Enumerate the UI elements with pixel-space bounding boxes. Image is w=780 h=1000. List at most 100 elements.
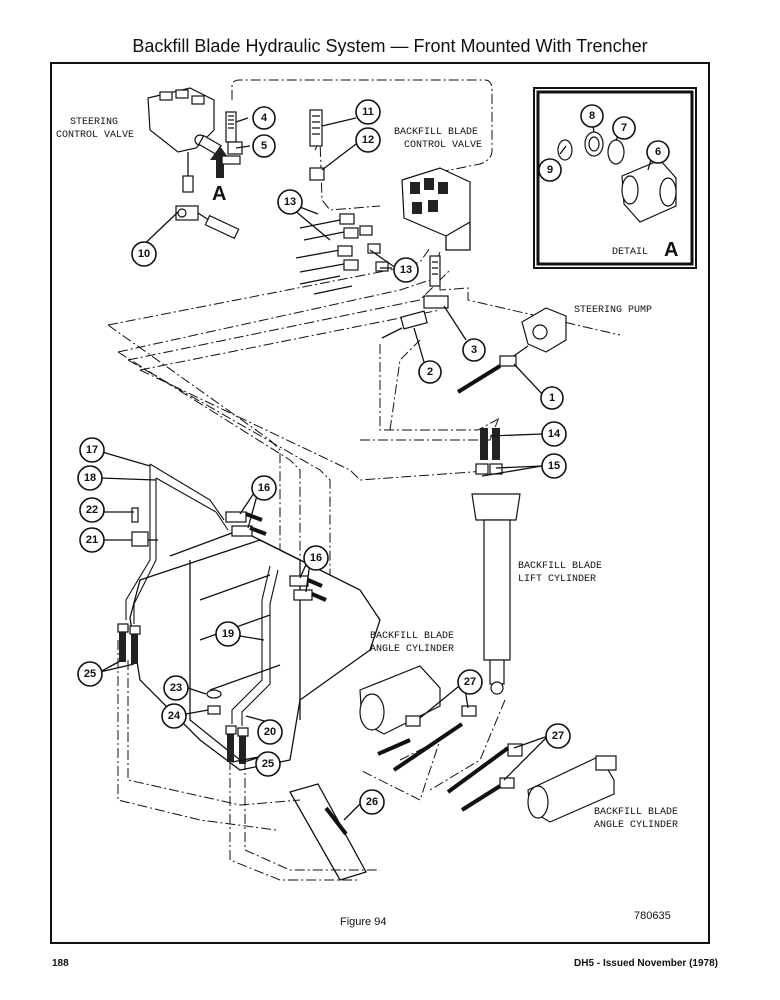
- svg-text:22: 22: [86, 504, 98, 516]
- svg-text:9: 9: [547, 164, 553, 176]
- component-labels: STEERING CONTROL VALVE BACKFILL BLADE CO…: [56, 117, 678, 831]
- svg-text:23: 23: [170, 682, 182, 694]
- svg-text:12: 12: [362, 134, 374, 146]
- detail-label: DETAIL: [612, 247, 648, 258]
- hose-26-guide: [289, 783, 367, 881]
- svg-text:27: 27: [464, 676, 476, 688]
- callout-20: 20: [257, 719, 283, 745]
- svg-text:25: 25: [262, 758, 274, 770]
- callout-bubbles: 1 2 3 4 5 6 7 8 9 10 11 12 13 13 14 15 1…: [77, 99, 670, 815]
- hose-fittings-25-left: [117, 623, 141, 664]
- backfill-blade-control-valve: [401, 167, 471, 251]
- steering-pump: [456, 307, 567, 394]
- svg-text:1: 1: [549, 392, 555, 404]
- hose-fittings-13: [295, 213, 389, 295]
- callout-21: 21: [79, 527, 105, 553]
- label-angle-cylinder-upper-2: ANGLE CYLINDER: [370, 644, 454, 655]
- callout-13b: 13: [393, 257, 419, 283]
- callout-26: 26: [359, 789, 385, 815]
- callout-25b: 25: [255, 751, 281, 777]
- callout-7: 7: [612, 116, 636, 140]
- svg-text:11: 11: [362, 106, 374, 118]
- callout-4: 4: [252, 106, 276, 130]
- svg-text:25: 25: [84, 668, 96, 680]
- svg-text:24: 24: [168, 710, 181, 722]
- view-arrow-letter: A: [212, 183, 226, 205]
- callout-25a: 25: [77, 661, 103, 687]
- callout-13a: 13: [277, 189, 303, 215]
- svg-text:15: 15: [548, 460, 560, 472]
- svg-text:27: 27: [552, 730, 564, 742]
- fittings-21-22: [131, 507, 158, 547]
- backfill-blade-angle-cylinder-lower: [446, 743, 617, 823]
- label-steering-control-valve-2: CONTROL VALVE: [56, 130, 134, 141]
- hose-fittings-16: [225, 511, 327, 602]
- hose-fittings-11-12: [309, 109, 325, 181]
- svg-text:8: 8: [589, 110, 595, 122]
- svg-text:10: 10: [138, 248, 150, 260]
- callout-24: 24: [161, 703, 187, 729]
- callout-11: 11: [355, 99, 381, 125]
- callout-18: 18: [77, 465, 103, 491]
- callout-2: 2: [418, 360, 442, 384]
- svg-text:5: 5: [261, 140, 267, 152]
- svg-text:17: 17: [86, 444, 98, 456]
- svg-text:21: 21: [86, 534, 98, 546]
- view-arrow-a: A: [210, 146, 230, 205]
- svg-text:2: 2: [427, 366, 433, 378]
- callout-3: 3: [462, 338, 486, 362]
- steering-control-valve: [147, 87, 222, 193]
- hose-fittings-2-3: [381, 255, 449, 339]
- callout-8: 8: [580, 104, 604, 128]
- hose-routing-lines: [107, 79, 621, 881]
- page-number: 188: [52, 958, 69, 969]
- callout-27a: 27: [457, 669, 483, 695]
- svg-text:13: 13: [400, 264, 412, 276]
- backfill-blade-lift-cylinder: [471, 493, 521, 695]
- trencher-frame: [129, 529, 381, 771]
- label-angle-cylinder-lower-2: ANGLE CYLINDER: [594, 820, 678, 831]
- callout-5: 5: [252, 134, 276, 158]
- label-backfill-control-valve-2: CONTROL VALVE: [404, 140, 482, 151]
- svg-text:3: 3: [471, 344, 477, 356]
- callout-16b: 16: [303, 545, 329, 571]
- label-lift-cylinder-2: LIFT CYLINDER: [518, 574, 596, 585]
- issue-note: DH5 - Issued November (1978): [574, 958, 718, 969]
- callout-19: 19: [215, 621, 241, 647]
- svg-text:14: 14: [548, 428, 561, 440]
- tube-lines: [125, 463, 279, 726]
- svg-text:19: 19: [222, 628, 234, 640]
- label-angle-cylinder-lower-1: BACKFILL BLADE: [594, 807, 678, 818]
- label-angle-cylinder-upper-1: BACKFILL BLADE: [370, 631, 454, 642]
- hose-fittings-4-5: [221, 111, 243, 165]
- page-title: Backfill Blade Hydraulic System — Front …: [132, 36, 648, 56]
- svg-text:7: 7: [621, 122, 627, 134]
- hose-fittings-25-right: [225, 725, 249, 764]
- svg-text:18: 18: [84, 472, 96, 484]
- callout-1: 1: [540, 386, 564, 410]
- svg-text:6: 6: [655, 146, 661, 158]
- svg-text:16: 16: [258, 482, 270, 494]
- backfill-blade-angle-cylinder-upper: [359, 665, 477, 772]
- callout-15: 15: [541, 453, 567, 479]
- callout-17: 17: [79, 437, 105, 463]
- callout-14: 14: [541, 421, 567, 447]
- callout-27b: 27: [545, 723, 571, 749]
- fitting-tee-10: [175, 205, 240, 240]
- callout-16a: 16: [251, 475, 277, 501]
- label-steering-pump: STEERING PUMP: [574, 305, 652, 316]
- callout-22: 22: [79, 497, 105, 523]
- callout-23: 23: [163, 675, 189, 701]
- detail-letter: A: [664, 239, 678, 261]
- callout-12: 12: [355, 127, 381, 153]
- svg-text:26: 26: [366, 796, 378, 808]
- svg-text:16: 16: [310, 552, 322, 564]
- detail-a-box: DETAIL A: [533, 87, 697, 269]
- svg-text:20: 20: [264, 726, 276, 738]
- fittings-23-24: [206, 689, 222, 715]
- figure-caption: Figure 94: [340, 916, 387, 928]
- svg-text:13: 13: [284, 196, 296, 208]
- label-steering-control-valve-1: STEERING: [70, 117, 118, 128]
- label-lift-cylinder-1: BACKFILL BLADE: [518, 561, 602, 572]
